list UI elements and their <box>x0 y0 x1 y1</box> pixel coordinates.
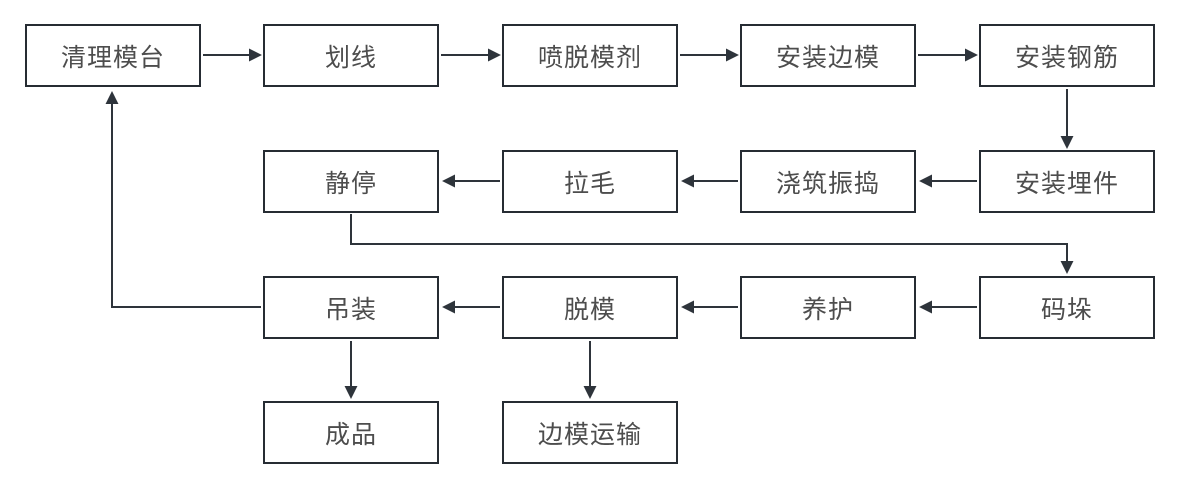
flow-node-label: 养护 <box>801 295 854 324</box>
flow-node-clean-mold-table: 清理模台 <box>25 24 201 87</box>
flow-node-label: 安装边模 <box>775 43 880 72</box>
flow-node-stacking: 码垛 <box>979 276 1155 339</box>
flow-node-label: 静停 <box>324 169 377 198</box>
flow-node-marking: 划线 <box>263 24 439 87</box>
flow-node-spray-release-agent: 喷脱模剂 <box>502 24 678 87</box>
flow-node-label: 喷脱模剂 <box>537 43 642 72</box>
flow-node-pour-and-vibrate: 浇筑振捣 <box>740 150 916 213</box>
flow-node-side-form-transport: 边模运输 <box>502 401 678 464</box>
flow-node-label: 浇筑振捣 <box>775 169 880 198</box>
flow-node-label: 划线 <box>324 43 377 72</box>
flow-node-label: 安装埋件 <box>1014 169 1119 198</box>
flow-node-label: 吊装 <box>324 295 377 324</box>
flow-node-resting: 静停 <box>263 150 439 213</box>
flow-node-curing: 养护 <box>740 276 916 339</box>
flow-node-hoisting: 吊装 <box>263 276 439 339</box>
flow-node-label: 清理模台 <box>60 43 165 72</box>
flow-node-roughening: 拉毛 <box>502 150 678 213</box>
edge-hoisting-to-clean-mold-table <box>105 91 261 308</box>
edge-resting-to-stacking <box>350 214 1074 274</box>
flow-node-label: 码垛 <box>1040 295 1093 324</box>
flow-node-install-embedments: 安装埋件 <box>979 150 1155 213</box>
flow-node-label: 拉毛 <box>563 169 616 198</box>
flow-node-label: 安装钢筋 <box>1014 43 1119 72</box>
flow-node-label: 成品 <box>324 420 377 449</box>
flow-node-label: 脱模 <box>563 295 616 324</box>
flow-node-install-rebar: 安装钢筋 <box>979 24 1155 87</box>
flow-node-install-side-forms: 安装边模 <box>740 24 916 87</box>
flow-node-label: 边模运输 <box>537 420 642 449</box>
flow-node-finished-product: 成品 <box>263 401 439 464</box>
flow-node-demolding: 脱模 <box>502 276 678 339</box>
